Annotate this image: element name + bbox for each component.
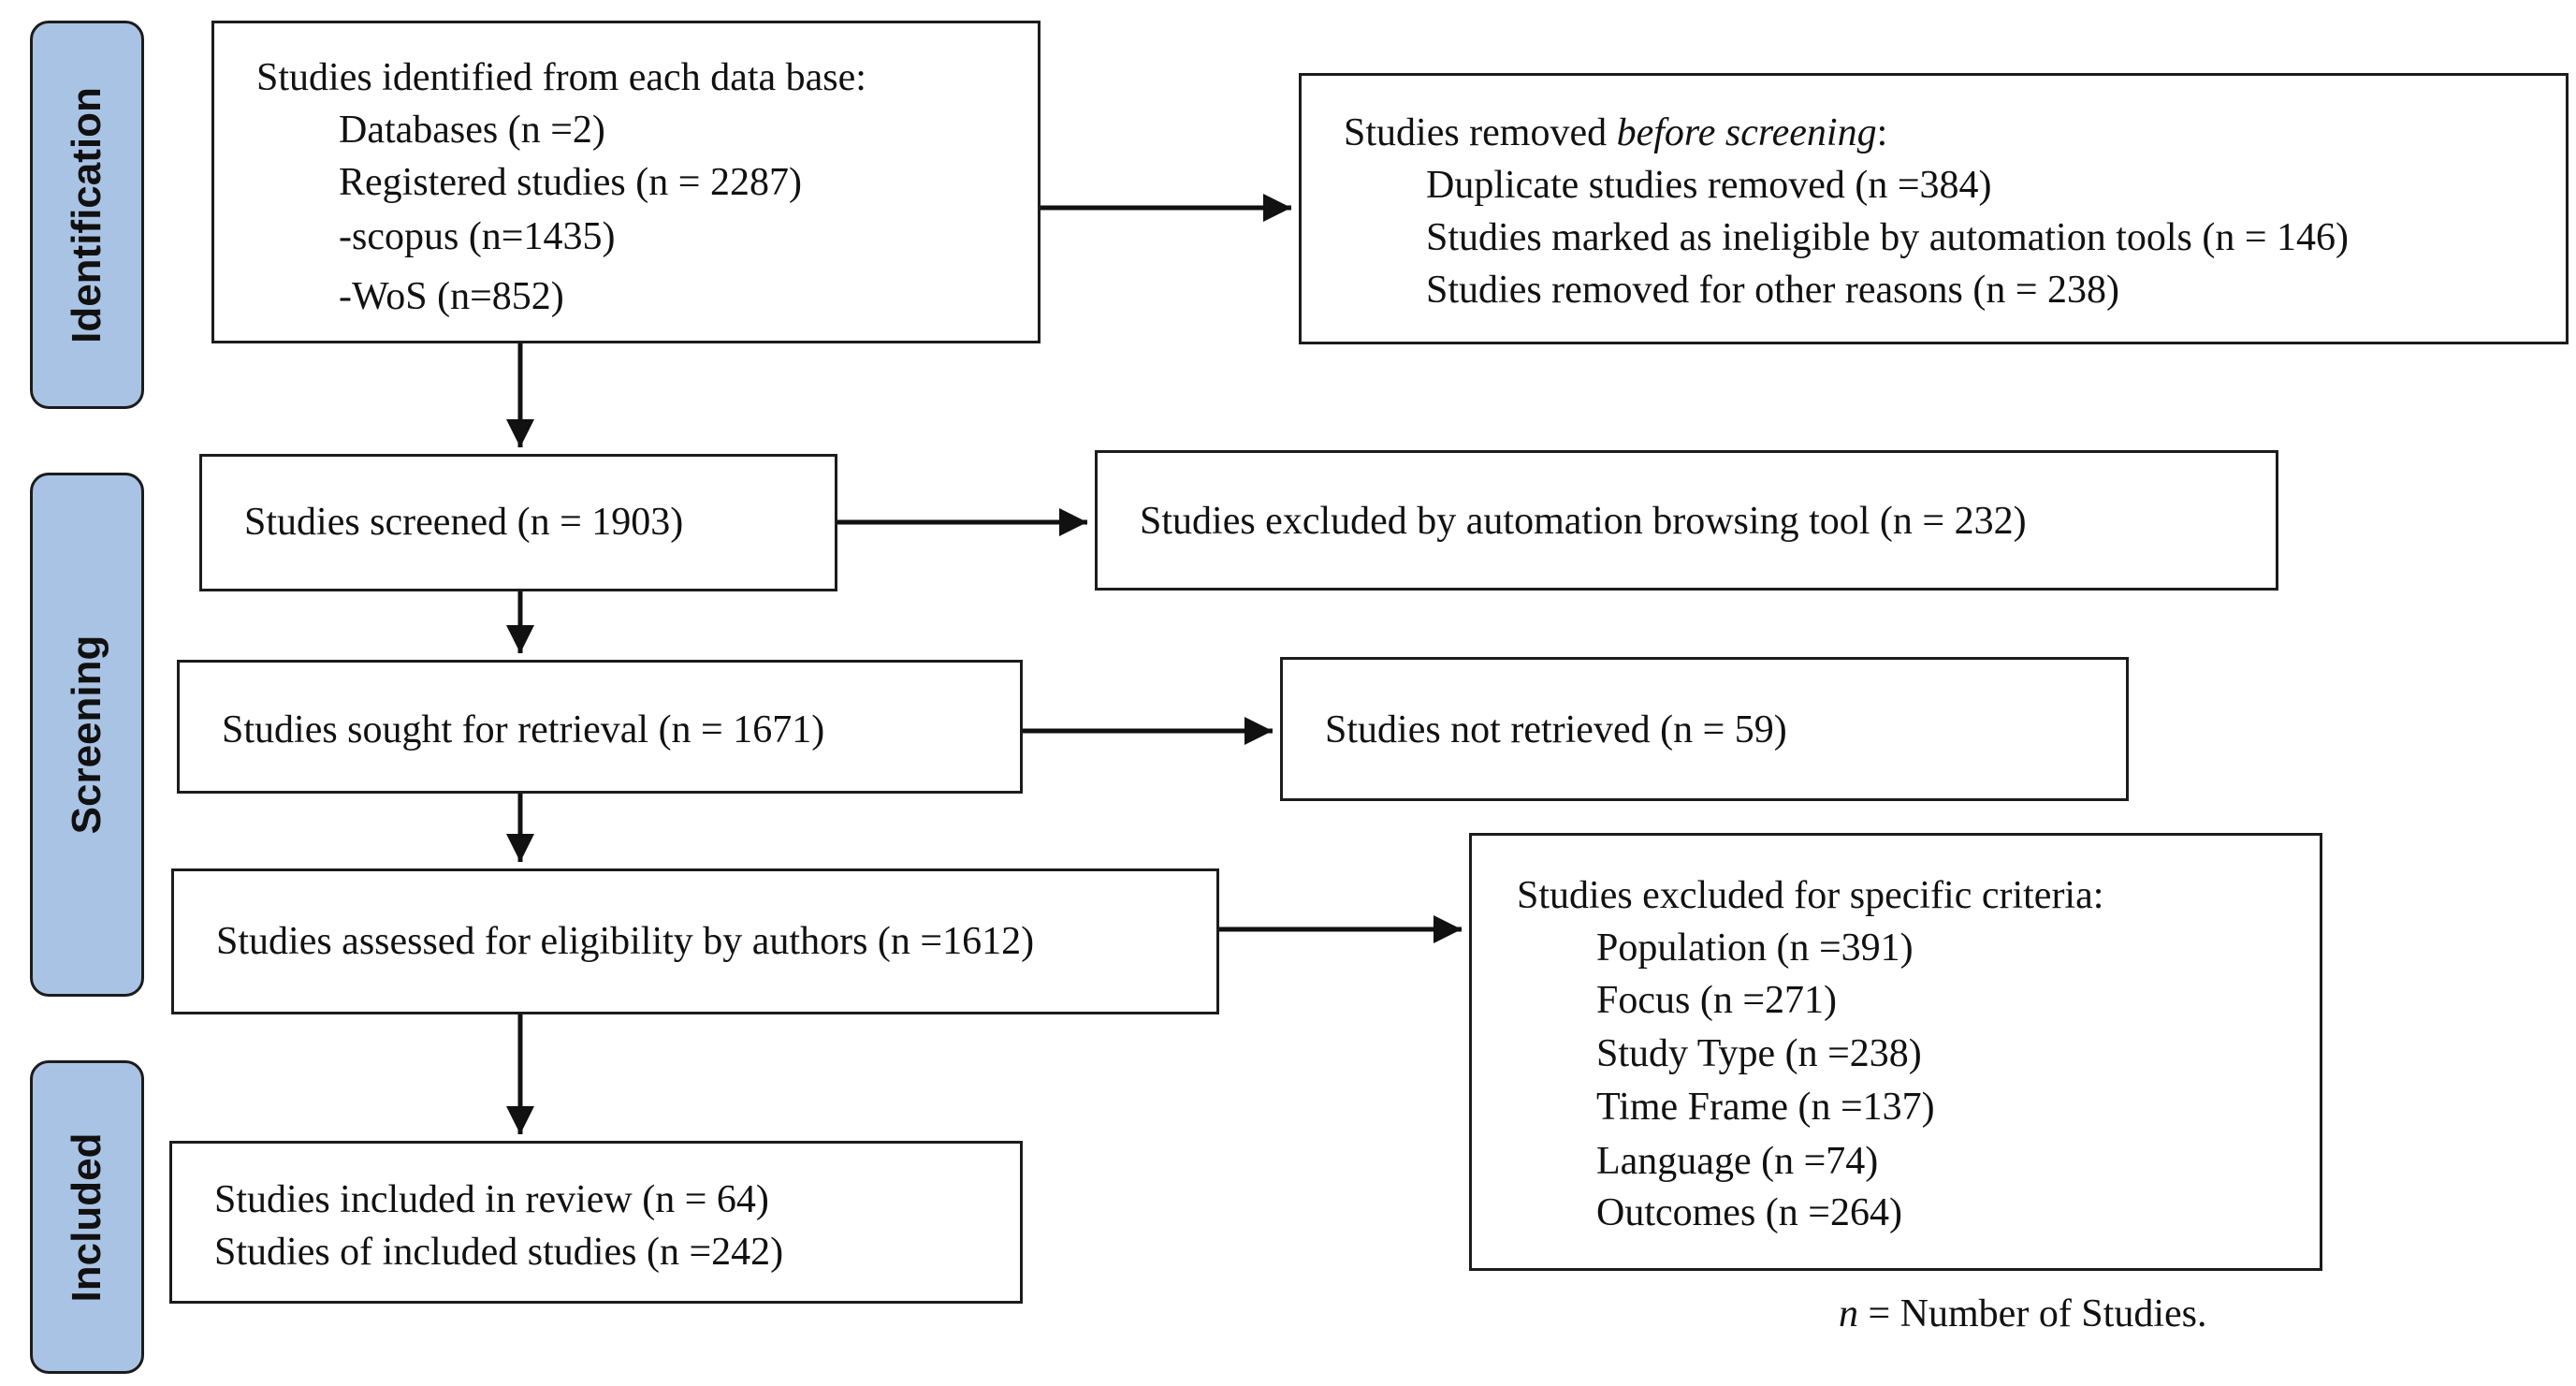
sought-text: Studies sought for retrieval (n = 1671) [222,708,825,751]
removed-header: Studies removed before screening: [1344,107,1887,160]
identified-header: Studies identified from each data base: [256,56,866,99]
excluded-criteria-item: Outcomes (n =264) [1596,1191,1902,1234]
removed-item: Studies removed for other reasons (n = 2… [1426,269,2120,312]
excluded-criteria-item: Focus (n =271) [1596,979,1838,1022]
removed-header-prefix: Studies removed [1344,111,1617,154]
excluded-criteria-header: Studies excluded for specific criteria: [1517,874,2104,917]
footnote-n-symbol: n [1839,1292,1858,1335]
footnote: n = Number of Studies. [1839,1291,2206,1336]
removed-item: Studies marked as ineligible by automati… [1426,216,2350,259]
identified-box: Studies identified from each data base: … [211,21,1041,343]
identified-item: Databases (n =2) [339,109,605,152]
sought-box: Studies sought for retrieval (n = 1671) [177,660,1023,794]
assessed-text: Studies assessed for eligibility by auth… [216,920,1035,963]
excluded-automation-box: Studies excluded by automation browsing … [1095,450,2278,591]
phase-included: Included [30,1060,144,1374]
excluded-criteria-item: Time Frame (n =137) [1596,1086,1935,1129]
removed-header-suffix: : [1876,111,1888,154]
phase-screening: Screening [30,473,144,997]
not-retrieved-text: Studies not retrieved (n = 59) [1325,708,1787,751]
removed-header-emphasis: before screening [1616,111,1877,154]
identified-item: -WoS (n=852) [339,275,564,318]
excluded-criteria-item: Population (n =391) [1596,926,1914,970]
identified-item: -scopus (n=1435) [339,215,616,258]
assessed-box: Studies assessed for eligibility by auth… [171,868,1219,1014]
removed-box: Studies removed before screening: Duplic… [1299,73,2569,344]
identified-item: Registered studies (n = 2287) [339,161,802,204]
excluded-criteria-item: Language (n =74) [1596,1140,1879,1183]
excluded-criteria-box: Studies excluded for specific criteria: … [1469,833,2322,1271]
screened-box: Studies screened (n = 1903) [199,454,837,591]
excluded-criteria-item: Study Type (n =238) [1596,1032,1922,1075]
phase-identification: Identification [30,21,144,409]
included-box: Studies included in review (n = 64) Stud… [169,1141,1023,1304]
removed-item: Duplicate studies removed (n =384) [1426,164,1992,207]
footnote-text: = Number of Studies. [1858,1292,2207,1335]
screened-text: Studies screened (n = 1903) [244,501,684,544]
included-item: Studies of included studies (n =242) [214,1231,784,1274]
included-item: Studies included in review (n = 64) [214,1178,769,1221]
excluded-automation-text: Studies excluded by automation browsing … [1140,500,2027,543]
not-retrieved-box: Studies not retrieved (n = 59) [1280,657,2129,801]
